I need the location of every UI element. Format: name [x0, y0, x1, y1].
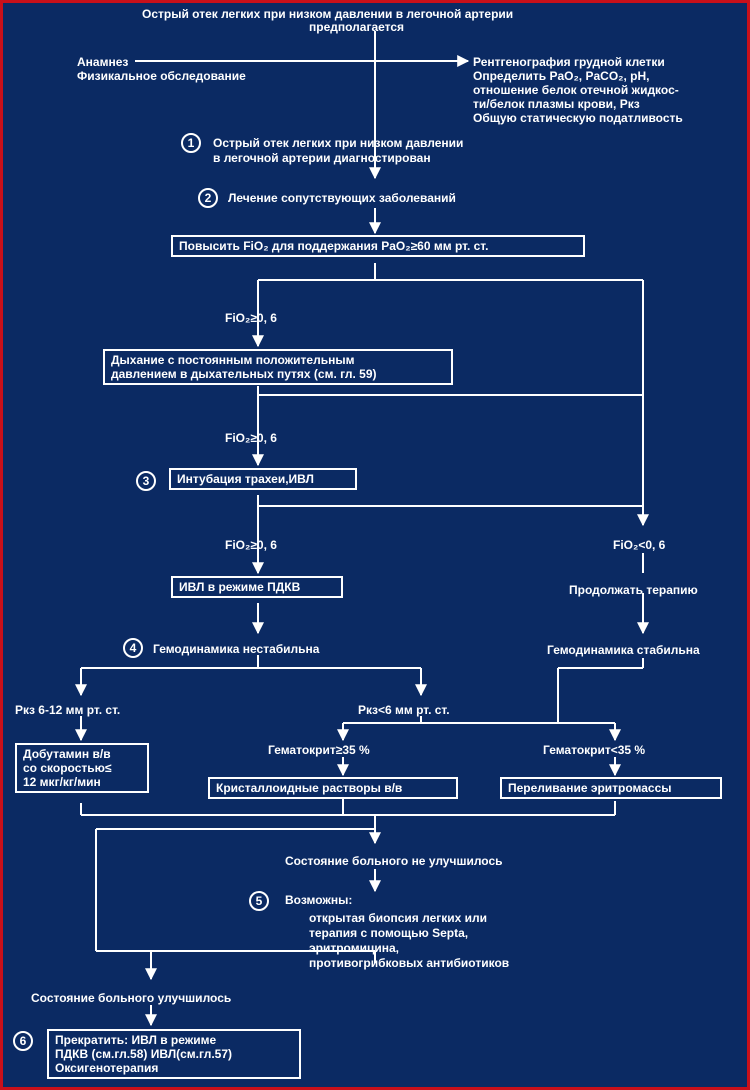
step-6-line-3: Оксигенотерапия	[55, 1061, 159, 1075]
intubation-box: Интубация трахеи,ИВЛ	[169, 468, 357, 490]
step-4-badge: 4	[123, 638, 143, 658]
cpap-box: Дыхание с постоянным положительным давле…	[103, 349, 453, 385]
physical-exam-label: Физикальное обследование	[77, 69, 246, 83]
improved-label: Состояние больного улучшилось	[31, 991, 232, 1005]
step-6-badge: 6	[13, 1031, 33, 1051]
stop-ventilation-box: Прекратить: ИВЛ в режиме ПДКВ (см.гл.58)…	[47, 1029, 301, 1079]
dobutamine-line-1: Добутамин в/в	[23, 747, 111, 761]
transfusion-box: Переливание эритромассы	[500, 777, 722, 799]
dobutamine-line-2: со скоростью≤	[23, 761, 112, 775]
protein-ratio-label-2: ти/белок плазмы крови, Pкз	[473, 97, 640, 111]
step-5-badge: 5	[249, 891, 269, 911]
step-5-line-1: Возможны:	[285, 893, 353, 907]
fio2-label-a: FiO₂≥0, 6	[225, 311, 277, 325]
not-improved-label: Состояние больного не улучшилось	[285, 854, 503, 868]
raise-fio2-box: Повысить FiO₂ для поддержания PaO₂≥60 мм…	[171, 235, 585, 257]
crystalloid-box: Кристаллоидные растворы в/в	[208, 777, 458, 799]
step-6-line-1: Прекратить: ИВЛ в режиме	[55, 1033, 217, 1047]
step-1-line-2: в легочной артерии диагностирован	[213, 151, 431, 165]
blood-gas-label: Определить PaO₂, PaCO₂, pH,	[473, 69, 650, 83]
step-6-line-2: ПДКВ (см.гл.58) ИВЛ(см.гл.57)	[55, 1047, 233, 1061]
hemodynamics-stable-label: Гемодинамика стабильна	[547, 643, 700, 657]
header-line-2: предполагается	[309, 20, 405, 34]
step-5-line-3: терапия с помощью Septa,	[309, 926, 469, 940]
anamnesis-label: Анамнез	[77, 55, 129, 69]
continue-therapy-label: Продолжать терапию	[569, 583, 698, 597]
hematocrit-high-label: Гематокрит≥35 %	[268, 743, 370, 757]
step-3-badge: 3	[136, 471, 156, 491]
step-4-text: Гемодинамика нестабильна	[153, 642, 320, 656]
step-1-line-1: Острый отек легких при низком давлении	[213, 136, 464, 150]
transfusion-text: Переливание эритромассы	[508, 781, 672, 795]
cpap-line-2: давлением в дыхательных путях (см. гл. 5…	[111, 367, 377, 381]
xray-label: Рентгенография грудной клетки	[473, 55, 665, 69]
peep-text: ИВЛ в режиме ПДКВ	[179, 580, 301, 594]
header-line-1: Острый отек легких при низком давлении в…	[142, 7, 514, 21]
fio2-label-c: FiO₂≥0, 6	[225, 538, 277, 552]
peep-box: ИВЛ в режиме ПДКВ	[171, 576, 343, 598]
step-2-text: Лечение сопутствующих заболеваний	[228, 191, 456, 205]
dobutamine-line-3: 12 мкг/кг/мин	[23, 775, 101, 789]
compliance-label: Общую статическую податливость	[473, 111, 683, 125]
protein-ratio-label: отношение белок отечной жидкос-	[473, 83, 679, 97]
cpap-line-1: Дыхание с постоянным положительным	[111, 353, 355, 367]
connector-lines	[75, 31, 649, 1027]
step-1-badge: 1	[181, 133, 201, 153]
step-5-line-5: противогрибковых антибиотиков	[309, 956, 510, 970]
pkz-high-label: Pкз 6-12 мм рт. ст.	[15, 703, 121, 717]
hematocrit-low-label: Гематокрит<35 %	[543, 743, 646, 757]
flowchart: Острый отек легких при низком давлении в…	[3, 3, 747, 1087]
step-5-line-2: открытая биопсия легких или	[309, 911, 488, 925]
step-5-line-4: эритромицина,	[309, 941, 399, 955]
dobutamine-box: Добутамин в/в со скоростью≤ 12 мкг/кг/ми…	[15, 743, 149, 793]
fio2-label-b: FiO₂≥0, 6	[225, 431, 277, 445]
raise-fio2-text: Повысить FiO₂ для поддержания PaO₂≥60 мм…	[179, 239, 489, 253]
intubation-text: Интубация трахеи,ИВЛ	[177, 472, 314, 486]
crystalloid-text: Кристаллоидные растворы в/в	[216, 781, 403, 795]
step-2-badge: 2	[198, 188, 218, 208]
pkz-low-label: Pкз<6 мм рт. ст.	[358, 703, 450, 717]
fio2-low-label: FiO₂<0, 6	[613, 538, 666, 552]
